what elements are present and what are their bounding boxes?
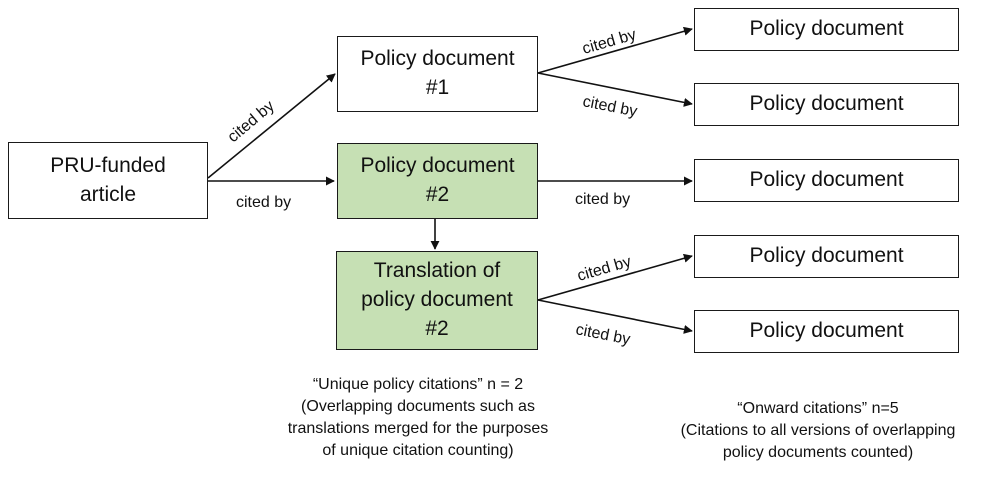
onward-citations-note-line: (Citations to all versions of overlappin… [680,422,956,440]
edge-label-policy-2-onward-3: cited by [575,191,630,208]
edge-label-article-policy-1: cited by [225,98,278,146]
edge-policy-1-to-onward-2 [537,72,693,107]
pru-funded-article-node: PRU-funded article [8,142,208,219]
onward-citations-note-line: policy documents counted) [722,444,914,462]
edge-translation-to-onward-4 [537,253,693,301]
onward-policy-document-4-node: Policy document [694,235,959,278]
onward-policy-document-2-node: Policy document [694,83,959,126]
edge-article-to-policy-1 [207,73,336,179]
unique-citations-title: “Unique policy citations” n = 2 [312,376,524,393]
onward-policy-document-5-node: Policy document [694,310,959,353]
unique-citations-note-line: translations merged for the purposes [287,420,549,438]
edge-label-translation-onward-5: cited by [574,321,631,348]
onward-citations-caption: “Onward citations” n=5 (Citations to all… [638,398,998,464]
edge-label-article-policy-2: cited by [236,194,291,211]
edge-label-translation-onward-4: cited by [575,253,633,285]
unique-citations-caption: “Unique policy citations” n = 2 (Overlap… [258,374,578,462]
policy-document-1-node: Policy document #1 [337,36,538,112]
unique-citations-note-line: of unique citation counting) [322,442,514,460]
onward-citations-title: “Onward citations” n=5 [737,400,899,417]
unique-citations-note-line: (Overlapping documents such as [301,398,535,416]
edge-label-policy-1-onward-2: cited by [581,93,638,120]
translation-node: Translation of policy document #2 [336,251,538,350]
edge-policy-1-to-onward-1 [537,26,693,74]
onward-policy-document-3-node: Policy document [694,159,959,202]
onward-policy-document-1-node: Policy document [694,8,959,51]
edge-translation-to-onward-5 [537,299,693,334]
policy-document-2-node: Policy document #2 [337,143,538,219]
